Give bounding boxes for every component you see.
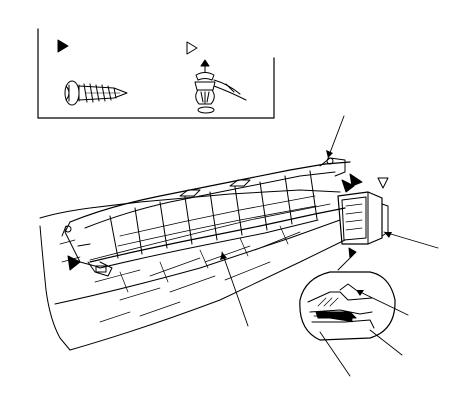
filled-triangle-icon bbox=[57, 39, 69, 53]
filled-triangle-icon bbox=[341, 179, 355, 193]
leader-arrowheads bbox=[220, 150, 392, 296]
leader-lines bbox=[221, 115, 439, 377]
lower-left-bracket bbox=[87, 261, 113, 277]
self-tapping-screw-icon bbox=[64, 80, 128, 106]
filled-triangle-icon bbox=[67, 255, 81, 271]
leader-line bbox=[221, 251, 249, 327]
side-housing bbox=[337, 191, 389, 245]
leader-line bbox=[327, 115, 345, 159]
leader-line bbox=[369, 329, 403, 356]
leader-line bbox=[319, 331, 351, 377]
body-panel bbox=[39, 189, 346, 351]
leader-line bbox=[383, 231, 439, 249]
fastener-legend bbox=[37, 28, 275, 119]
leader-line bbox=[355, 289, 409, 316]
outline-triangle-icon bbox=[377, 177, 389, 189]
filled-triangle-icon bbox=[349, 173, 363, 187]
push-clip-icon bbox=[194, 59, 247, 114]
duct-assembly bbox=[61, 157, 351, 269]
leader-line bbox=[337, 255, 353, 271]
clip-detail-inset bbox=[299, 271, 396, 341]
filled-triangle-icon bbox=[348, 247, 357, 259]
outline-triangle-icon bbox=[186, 41, 198, 55]
